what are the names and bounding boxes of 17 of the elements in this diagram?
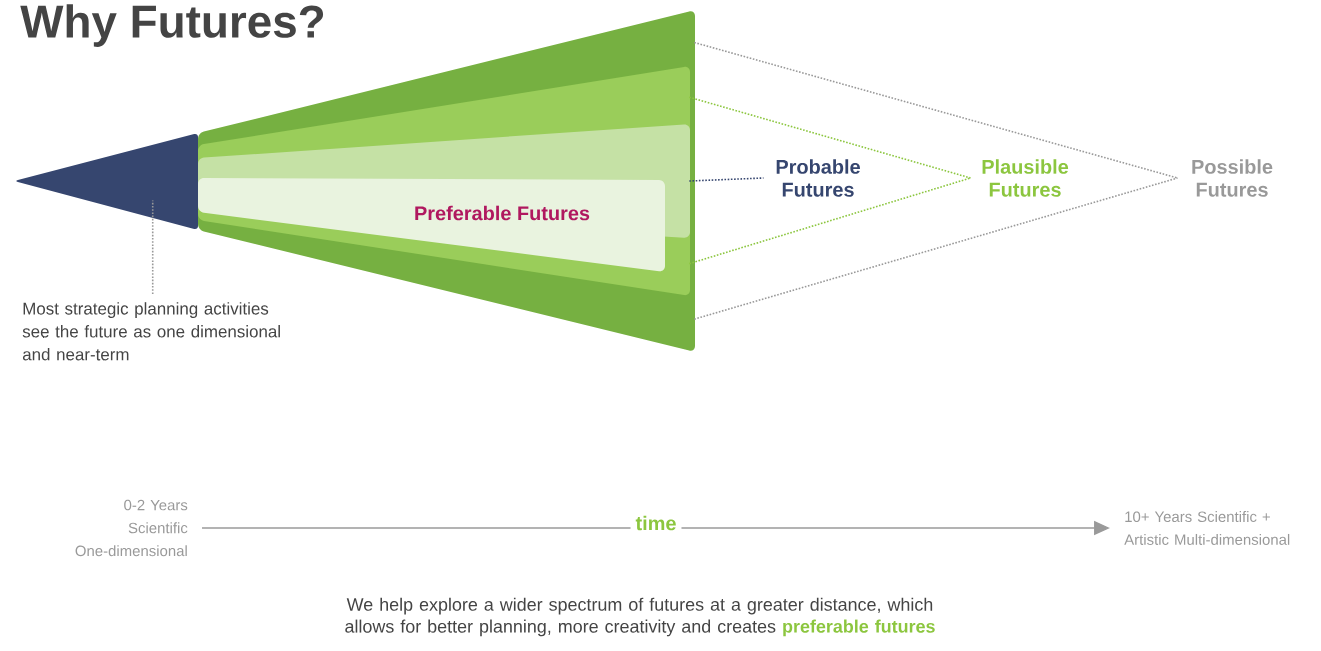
dotted-connector [688, 96, 972, 179]
edge-label: time [630, 510, 682, 536]
caption: We help explore a wider spectrum of futures at a greater distance, which allows for better planning, more creativity and creates preferable futures [345, 597, 935, 637]
title: Why Futures? [20, 4, 324, 47]
time-label: 0-2 Years Scientific One-dimensional [75, 499, 188, 557]
dotted-connector [693, 177, 1179, 320]
band-label: Preferable Futures [198, 178, 665, 272]
leader-line [151, 199, 154, 295]
dotted-connector [688, 177, 972, 265]
time-label: 10+ Years Scientific + Artistic Multi-dimensional [1124, 511, 1290, 545]
category-label: Possible Futures [1192, 159, 1273, 197]
dotted-connector [693, 41, 1179, 179]
category-label: Probable Futures [776, 159, 860, 197]
category-label: Plausible Futures [982, 159, 1069, 197]
note-text: Most strategic planning activities see the future as one dimensional and near-term [22, 302, 280, 361]
cone-shape [16, 133, 198, 230]
dotted-connector [688, 177, 765, 182]
